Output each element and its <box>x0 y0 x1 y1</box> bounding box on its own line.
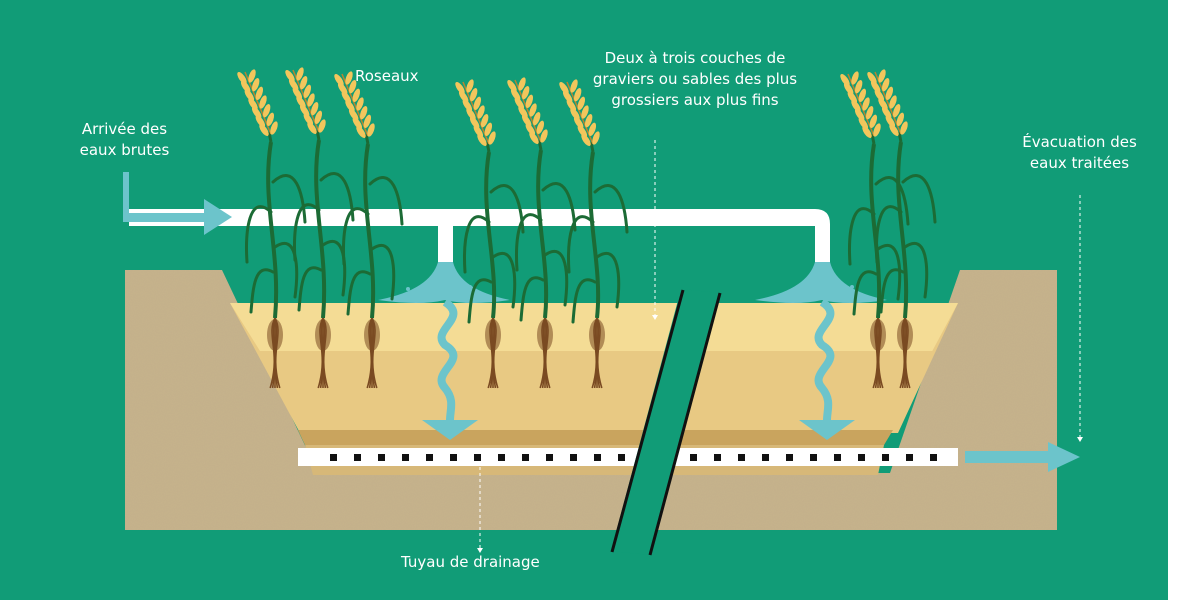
outlet-label: Évacuation des eaux traitées <box>1012 132 1147 174</box>
soil-ground <box>125 270 1057 530</box>
layers-label: Deux à trois couches de graviers ou sabl… <box>575 48 815 111</box>
drain-hole <box>594 454 601 461</box>
drain-label: Tuyau de drainage <box>401 552 540 573</box>
reed-icon <box>867 69 937 389</box>
water-wave-flow <box>437 298 835 421</box>
leader-lines <box>479 140 1081 548</box>
layers-label-line2: graviers ou sables des plus <box>592 70 798 88</box>
drain-hole <box>786 454 793 461</box>
drain-hole <box>762 454 769 461</box>
water-flow-icon <box>378 262 887 303</box>
outlet-arrow-icon <box>965 442 1080 472</box>
reeds-label-text: Roseaux <box>355 67 419 85</box>
layers-label-line3: grossiers aux plus fins <box>611 91 779 109</box>
drain-hole <box>906 454 913 461</box>
reeds-label: Roseaux <box>355 66 419 87</box>
drain-hole <box>426 454 433 461</box>
drain-hole <box>498 454 505 461</box>
section-break <box>610 289 722 556</box>
reed-icon <box>559 79 629 389</box>
inlet-label-line2: eaux brutes <box>79 141 170 159</box>
drain-hole <box>618 454 625 461</box>
drain-hole <box>450 454 457 461</box>
drain-hole <box>738 454 745 461</box>
drain-hole <box>570 454 577 461</box>
flow-arrow-icon <box>204 199 232 235</box>
reed-icon <box>334 71 404 389</box>
drain-hole <box>330 454 337 461</box>
drain-hole <box>834 454 841 461</box>
drain-hole <box>378 454 385 461</box>
outlet-label-line1: Évacuation des <box>1022 133 1137 151</box>
drain-hole <box>354 454 361 461</box>
drain-hole <box>882 454 889 461</box>
drain-label-text: Tuyau de drainage <box>401 553 540 571</box>
reed-icon <box>285 67 355 389</box>
drain-hole <box>546 454 553 461</box>
drain-hole <box>690 454 697 461</box>
reed-icon <box>237 69 307 389</box>
reed-icon <box>507 77 577 389</box>
drain-hole <box>402 454 409 461</box>
inlet-label-line1: Arrivée des <box>81 120 168 138</box>
drain-hole <box>858 454 865 461</box>
drain-hole <box>810 454 817 461</box>
reeds-group <box>237 67 937 389</box>
outlet-label-line2: eaux traitées <box>1029 154 1130 172</box>
drain-hole <box>474 454 481 461</box>
drain-hole <box>930 454 937 461</box>
drain-pipe <box>298 448 958 466</box>
drain-hole <box>522 454 529 461</box>
inlet-label: Arrivée des eaux brutes <box>72 119 177 161</box>
drain-hole <box>714 454 721 461</box>
layers-label-line1: Deux à trois couches de <box>604 49 786 67</box>
